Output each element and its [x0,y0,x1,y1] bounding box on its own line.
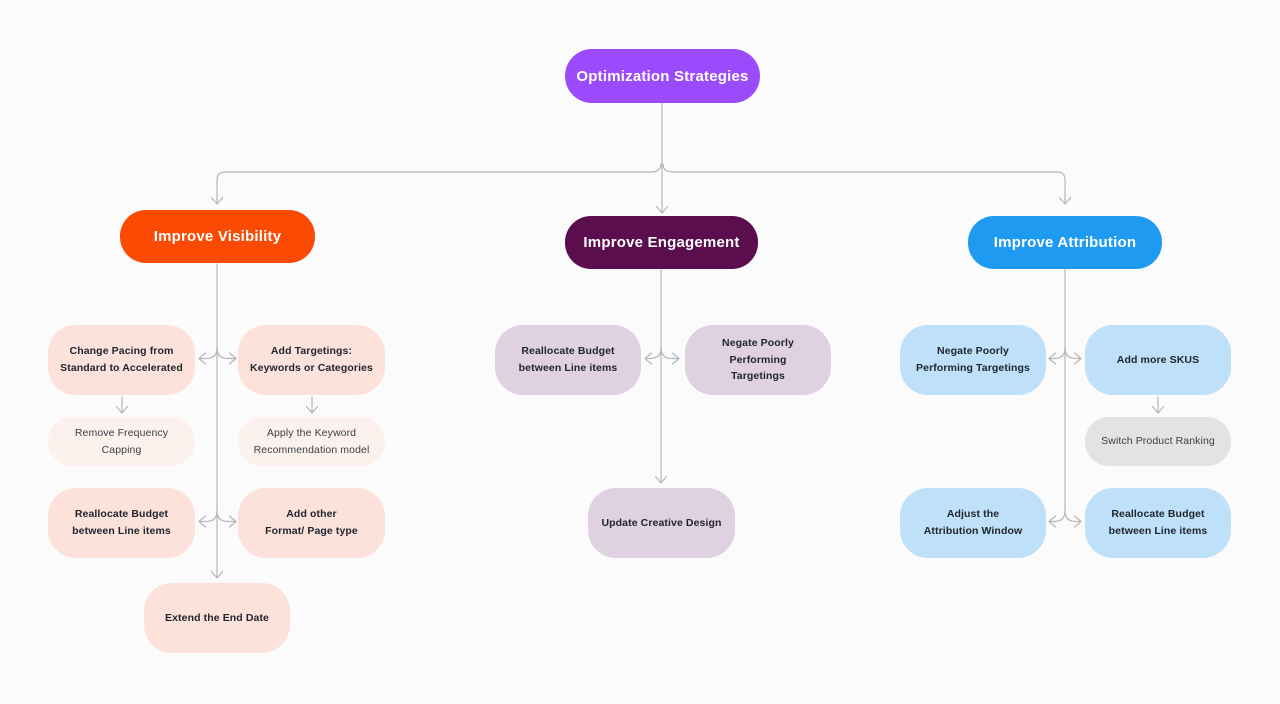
node-label: Switch Product Ranking [1101,435,1215,448]
node-label: Reallocate Budget between Line items [72,508,171,537]
node-label: Improve Attribution [993,234,1137,251]
node-apply-keyword-model: Apply the Keyword Recommendation model [238,417,385,466]
arrowhead-down-icon [654,475,668,484]
arrowhead-right-icon [1073,515,1082,528]
node-label: Reallocate Budget between Line items [1108,508,1208,537]
node-improve-visibility: Improve Visibility [120,210,315,263]
arrowhead-left-icon [198,515,207,528]
node-label: Optimization Strategies [576,67,749,85]
node-label: Negate Poorly Performing Targetings [722,336,794,383]
node-label: Extend the End Date [165,611,269,624]
node-label: Apply the Keyword Recommendation model [253,426,370,456]
arrowhead-right-icon [228,515,237,528]
connector-engagement-split-right [660,347,680,360]
node-improve-engagement: Improve Engagement [565,216,758,269]
arrowhead-right-icon [671,352,680,365]
arrowhead-down-icon [1058,196,1072,205]
arrowhead-left-icon [1048,352,1057,365]
node-reallocate-budget-visibility: Reallocate Budget between Line items [48,488,195,558]
node-label: Add more SKUS [1116,353,1200,366]
node-adjust-attribution-window: Adjust the Attribution Window [900,488,1046,558]
node-reallocate-budget-attribution: Reallocate Budget between Line items [1085,488,1231,558]
node-label: Improve Visibility [153,228,282,245]
arrowhead-down-icon [210,570,224,579]
arrowhead-down-icon [1151,405,1165,414]
node-label: Add Targetings: Keywords or Categories [250,345,373,374]
connector-attribution-split2-left [1048,510,1066,523]
arrowhead-down-icon [655,205,669,214]
connector-visibility-split2-left [198,510,218,523]
node-add-targetings: Add Targetings: Keywords or Categories [238,325,385,395]
connector-visibility-split2-right [216,510,237,523]
arrowhead-down-icon [210,196,224,205]
arrowhead-left-icon [198,352,207,365]
connector-root-to-visibility [216,163,662,205]
connector-attribution-split1-left [1048,347,1066,360]
node-improve-attribution: Improve Attribution [968,216,1162,269]
node-remove-frequency-capping: Remove Frequency Capping [48,417,195,466]
node-label: Reallocate Budget between Line items [518,345,618,374]
node-reallocate-budget-engagement: Reallocate Budget between Line items [495,325,641,395]
arrowhead-left-icon [644,352,653,365]
node-change-pacing: Change Pacing from Standard to Accelerat… [48,325,195,395]
node-label: Adjust the Attribution Window [923,508,1023,537]
connector-visibility-split1-right [216,347,237,360]
arrowhead-right-icon [228,352,237,365]
node-add-other-format: Add other Format/ Page type [238,488,385,558]
connector-visibility-split1-left [198,347,218,360]
connector-attribution-split2-right [1064,510,1082,523]
node-negate-targetings-attribution: Negate Poorly Performing Targetings [900,325,1046,395]
node-label: Change Pacing from Standard to Accelerat… [60,345,183,374]
connector-root-to-attribution [662,163,1066,205]
node-label: Improve Engagement [583,234,740,251]
node-update-creative-design: Update Creative Design [588,488,735,558]
arrowhead-down-icon [305,405,319,414]
node-label: Remove Frequency Capping [74,426,169,456]
node-switch-product-ranking: Switch Product Ranking [1085,417,1231,466]
node-optimization-strategies: Optimization Strategies [565,49,760,103]
arrowhead-right-icon [1073,352,1082,365]
node-label: Negate Poorly Performing Targetings [916,345,1030,374]
node-negate-targetings-engagement: Negate Poorly Performing Targetings [685,325,831,395]
node-add-more-skus: Add more SKUS [1085,325,1231,395]
connector-attribution-split1-right [1064,347,1082,360]
node-extend-end-date: Extend the End Date [144,583,290,653]
connector-engagement-split-left [644,347,662,360]
arrowhead-down-icon [115,405,129,414]
node-label: Add other Format/ Page type [265,508,358,537]
node-label: Update Creative Design [601,516,722,529]
arrowhead-left-icon [1048,515,1057,528]
